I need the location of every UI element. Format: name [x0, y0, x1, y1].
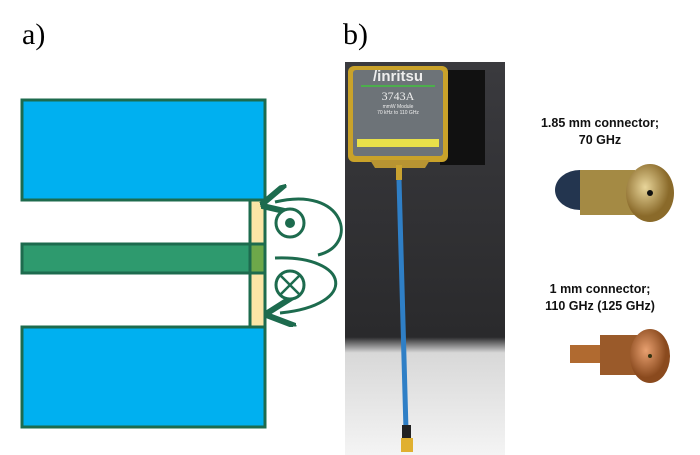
connector-1-85mm-caption: 1.85 mm connector; 70 GHz [525, 115, 675, 149]
field-line-arrow-top [275, 199, 343, 257]
caption-line: 1 mm connector; [549, 282, 651, 296]
connector-1mm-photo [570, 329, 670, 383]
connector-1-85mm-photo [555, 164, 674, 222]
dielectric-overlap [248, 242, 267, 275]
module-brand: /inritsu [361, 68, 435, 87]
panel-b-label: b) [343, 18, 368, 51]
panel-a-label: a) [22, 18, 46, 51]
module-model: 3743A [381, 89, 415, 103]
module-line2: 70 kHz to 110 GHz [377, 110, 419, 116]
caption-line: 1.85 mm connector; [540, 116, 660, 130]
caption-line: 70 GHz [578, 133, 622, 147]
caption-line: 110 GHz (125 GHz) [545, 299, 655, 313]
center-conductor [20, 242, 267, 275]
connector-1mm-caption: 1 mm connector; 110 GHz (125 GHz) [535, 281, 665, 315]
vna-module-photo [345, 62, 505, 455]
dielectric-gap-top [248, 198, 267, 246]
bottom-ground-plane [20, 325, 267, 429]
dielectric-gap-bottom [248, 271, 267, 329]
coplanar-diagram [20, 98, 343, 429]
field-line-arrow-bottom [275, 256, 338, 313]
module-label: /inritsu 3743A mmW Module 70 kHz to 110 … [353, 68, 443, 116]
top-ground-plane [20, 98, 267, 202]
module-line1: mmW Module [382, 104, 414, 110]
